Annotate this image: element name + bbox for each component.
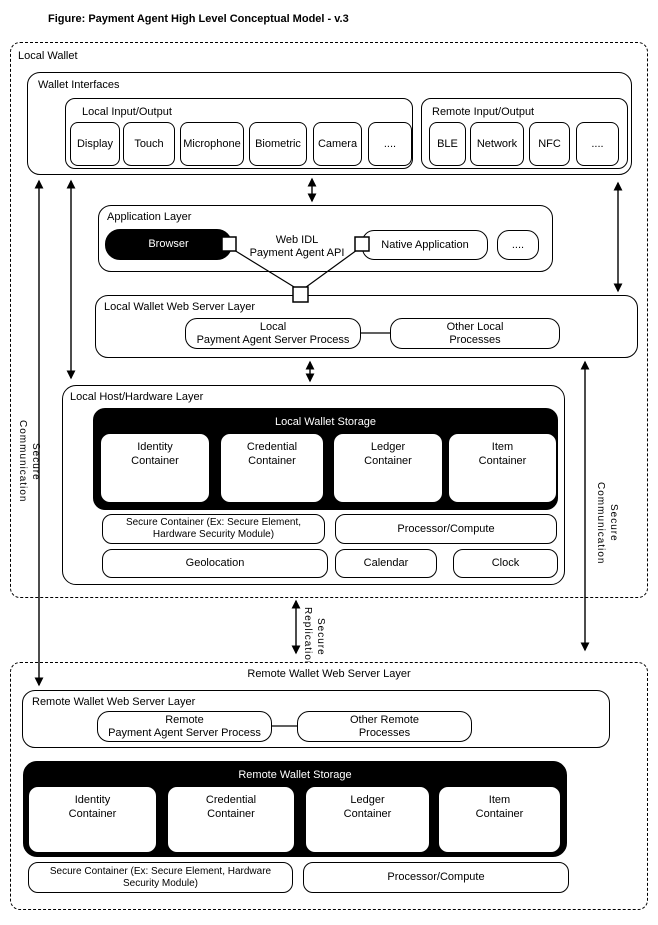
device-microphone: Microphone: [180, 122, 244, 166]
secure-communication-right-label: Secure Communication: [595, 481, 619, 565]
device-biometric: Biometric: [249, 122, 307, 166]
remote-web-server-layer-label: Remote Wallet Web Server Layer: [32, 696, 196, 708]
ledger-container-node: Ledger Container: [333, 433, 443, 503]
remote-identity-container-node: Identity Container: [28, 786, 157, 853]
device-nfc: NFC: [529, 122, 570, 166]
device-camera: Camera: [313, 122, 362, 166]
device-more: ....: [368, 122, 412, 166]
local-host-hardware-layer-label: Local Host/Hardware Layer: [70, 391, 204, 403]
device-ble: BLE: [429, 122, 466, 166]
item-container-node: Item Container: [448, 433, 557, 503]
application-more-node: ....: [497, 230, 539, 260]
secure-container-node: Secure Container (Ex: Secure Element, Ha…: [102, 514, 325, 544]
local-payment-agent-server-process-node: Local Payment Agent Server Process: [185, 318, 361, 349]
local-wallet-label: Local Wallet: [18, 50, 78, 62]
remote-wallet-storage-label: Remote Wallet Storage: [238, 769, 352, 781]
wallet-interfaces-label: Wallet Interfaces: [38, 79, 120, 91]
geolocation-node: Geolocation: [102, 549, 328, 578]
identity-container-node: Identity Container: [100, 433, 210, 503]
device-network: Network: [470, 122, 524, 166]
calendar-node: Calendar: [335, 549, 437, 578]
secure-communication-left-label: Secure Communication: [17, 420, 41, 503]
remote-processor-compute-node: Processor/Compute: [303, 862, 569, 893]
remote-credential-container-node: Credential Container: [167, 786, 295, 853]
browser-node: Browser: [105, 229, 232, 260]
clock-node: Clock: [453, 549, 558, 578]
credential-container-node: Credential Container: [220, 433, 324, 503]
local-wallet-storage-label: Local Wallet Storage: [274, 416, 377, 428]
remote-ledger-container-node: Ledger Container: [305, 786, 430, 853]
web-idl-api-label: Web IDL Payment Agent API: [249, 234, 345, 259]
remote-secure-container-node: Secure Container (Ex: Secure Element, Ha…: [28, 862, 293, 893]
device-display: Display: [70, 122, 120, 166]
other-local-processes-node: Other Local Processes: [390, 318, 560, 349]
local-web-server-layer-label: Local Wallet Web Server Layer: [104, 301, 256, 313]
application-layer-label: Application Layer: [107, 211, 192, 223]
device-remote-more: ....: [576, 122, 619, 166]
remote-item-container-node: Item Container: [438, 786, 561, 853]
processor-compute-node: Processor/Compute: [335, 514, 557, 544]
remote-wallet-group-label: Remote Wallet Web Server Layer: [247, 668, 411, 680]
remote-payment-agent-server-process-node: Remote Payment Agent Server Process: [97, 711, 272, 742]
remote-io-label: Remote Input/Output: [432, 106, 535, 118]
local-io-label: Local Input/Output: [82, 106, 172, 118]
secure-replication-label: Secure Replication: [302, 606, 326, 668]
figure-title: Figure: Payment Agent High Level Concept…: [48, 13, 349, 25]
other-remote-processes-node: Other Remote Processes: [297, 711, 472, 742]
native-application-node: Native Application: [362, 230, 488, 260]
device-touch: Touch: [123, 122, 175, 166]
